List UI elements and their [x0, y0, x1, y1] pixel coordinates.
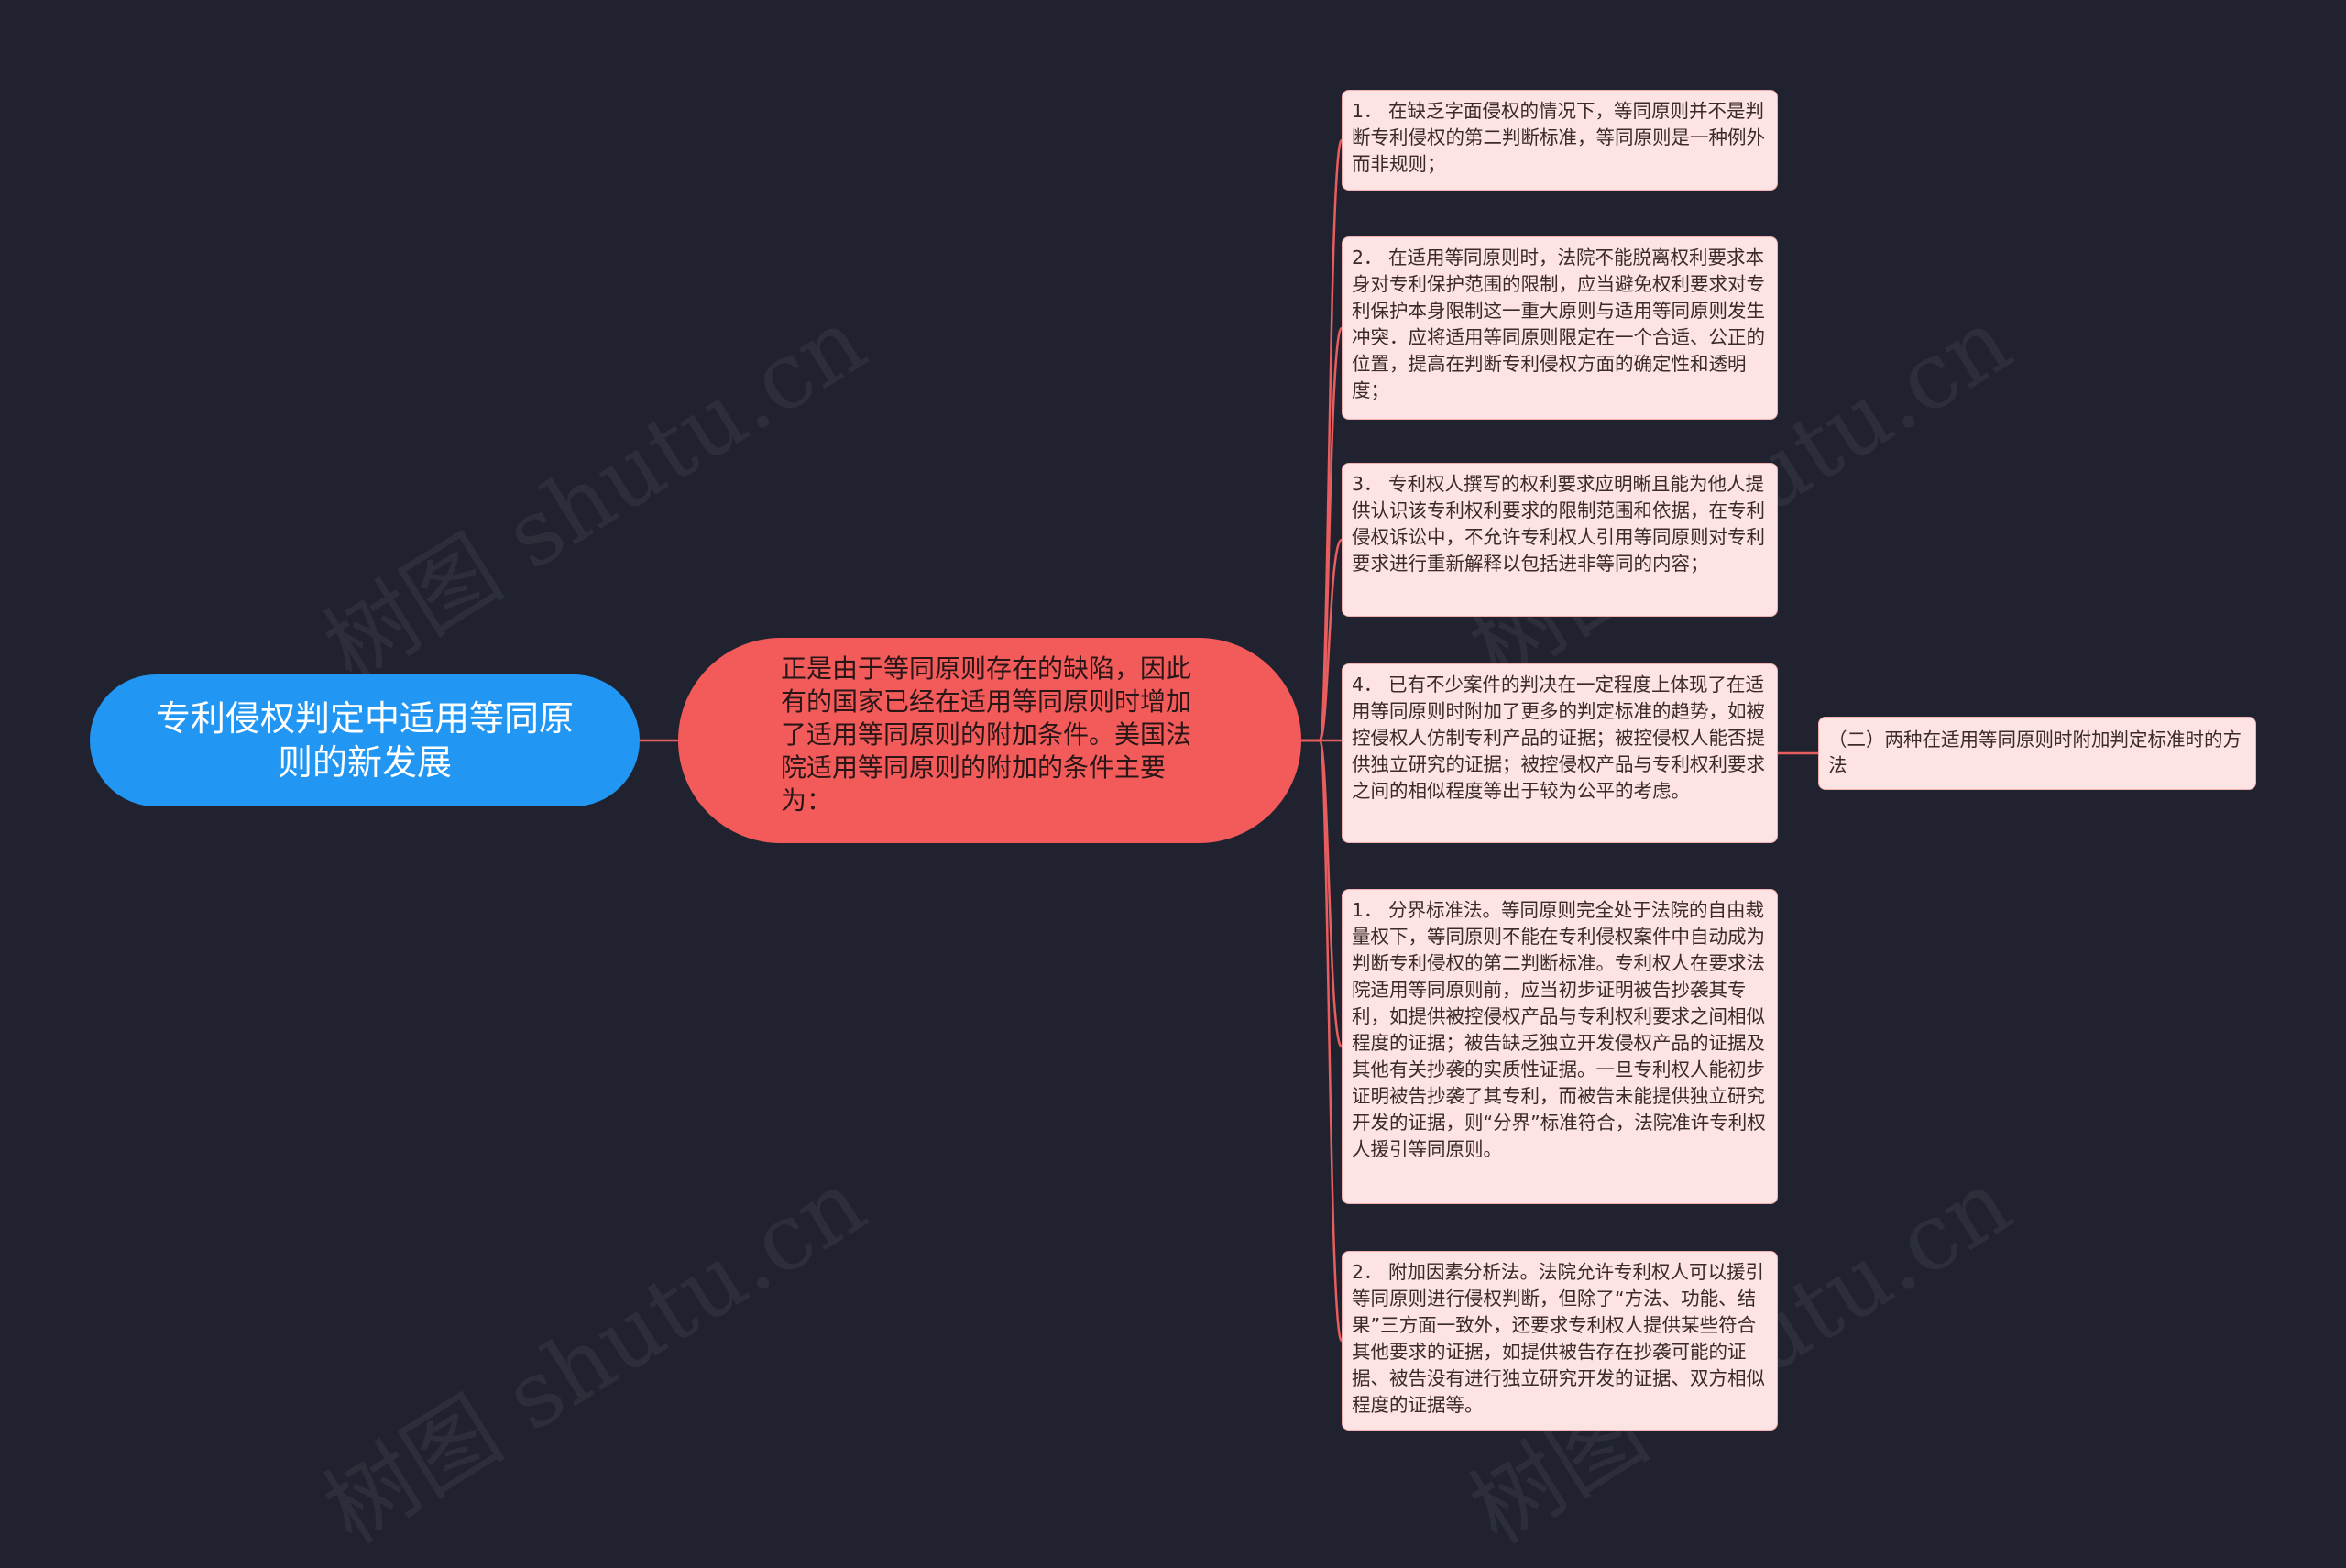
center-node-label: 正是由于等同原则存在的缺陷，因此有的国家已经在适用等同原则时增加了适用等同原则的… [781, 653, 1192, 816]
root-node[interactable]: 专利侵权判定中适用等同原则的新发展 [90, 674, 640, 806]
center-node[interactable]: 正是由于等同原则存在的缺陷，因此有的国家已经在适用等同原则时增加了适用等同原则的… [678, 638, 1301, 843]
leaf-node-5[interactable]: 1． 分界标准法。等同原则完全处于法院的自由裁量权下，等同原则不能在专利侵权案件… [1342, 889, 1778, 1204]
edge-center-leaf-3 [1299, 538, 1343, 742]
leaf-node-label: 2． 附加因素分析法。法院允许专利权人可以援引等同原则进行侵权判断，但除了“方法… [1352, 1261, 1765, 1416]
leaf-node-label: 1． 在缺乏字面侵权的情况下，等同原则并不是判断专利侵权的第二判断标准，等同原则… [1352, 100, 1765, 175]
leaf-node-3[interactable]: 3． 专利权人撰写的权利要求应明晰且能为他人提供认识该专利权利要求的限制范围和依… [1342, 463, 1778, 617]
leaf-node-label: 2． 在适用等同原则时，法院不能脱离权利要求本身对专利保护范围的限制，应当避免权… [1352, 247, 1765, 401]
leaf-node-2[interactable]: 2． 在适用等同原则时，法院不能脱离权利要求本身对专利保护范围的限制，应当避免权… [1342, 236, 1778, 420]
side-node[interactable]: （二）两种在适用等同原则时附加判定标准时的方法 [1818, 717, 2256, 790]
connector-lines [638, 138, 1820, 1343]
edge-center-leaf-5 [1299, 739, 1343, 1048]
side-node-label: （二）两种在适用等同原则时附加判定标准时的方法 [1828, 729, 2242, 776]
leaf-node-1[interactable]: 1． 在缺乏字面侵权的情况下，等同原则并不是判断专利侵权的第二判断标准，等同原则… [1342, 90, 1778, 191]
edge-center-leaf-1 [1299, 138, 1343, 742]
leaf-node-label: 3． 专利权人撰写的权利要求应明晰且能为他人提供认识该专利权利要求的限制范围和依… [1352, 473, 1765, 575]
leaf-node-label: 4． 已有不少案件的判决在一定程度上体现了在适用等同原则时附加了更多的判定标准的… [1352, 674, 1765, 802]
root-node-label: 专利侵权判定中适用等同原则的新发展 [155, 698, 574, 783]
edge-center-leaf-6 [1299, 739, 1343, 1343]
leaf-node-label: 1． 分界标准法。等同原则完全处于法院的自由裁量权下，等同原则不能在专利侵权案件… [1352, 899, 1766, 1160]
edge-center-leaf-2 [1299, 326, 1343, 742]
leaf-node-6[interactable]: 2． 附加因素分析法。法院允许专利权人可以援引等同原则进行侵权判断，但除了“方法… [1342, 1251, 1778, 1431]
leaf-node-4[interactable]: 4． 已有不少案件的判决在一定程度上体现了在适用等同原则时附加了更多的判定标准的… [1342, 663, 1778, 843]
